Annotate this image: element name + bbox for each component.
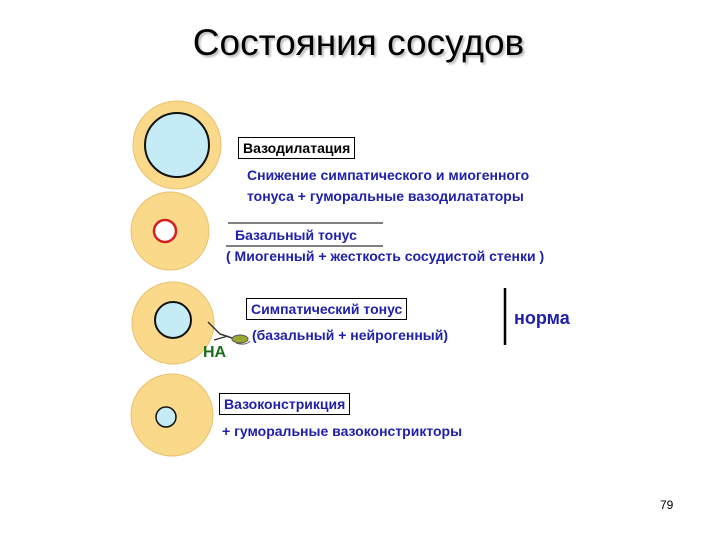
norma-label: норма [514, 308, 570, 328]
nerve-ending-icon [207, 321, 251, 345]
page-number: 79 [660, 498, 674, 512]
basal-desc: ( Миогенный + жесткость сосудистой стенк… [226, 248, 545, 264]
vessel-sympathetic [131, 281, 215, 365]
vasodilation-desc-line1: Снижение симпатического и миогенного [247, 167, 530, 183]
sympathetic-desc: (базальный + нейрогенный) [252, 327, 449, 343]
vessel-basal [130, 191, 210, 271]
vessel-dilated [132, 100, 222, 190]
basal-heading: Базальный тонус [235, 227, 357, 243]
vasodilation-desc-line2: тонуса + гуморальные вазодилататоры [247, 188, 524, 204]
slide-title: Состояния сосудов [192, 22, 525, 63]
sympathetic-heading: Симпатический тонус [246, 298, 408, 320]
vasoconstriction-heading: Вазоконстрикция [219, 393, 351, 415]
vessel-constricted [130, 373, 214, 457]
vasodilation-heading: Вазодилатация [238, 137, 356, 159]
vasoconstriction-desc: + гуморальные вазоконстрикторы [222, 423, 463, 439]
nerve-label-na: НА [203, 344, 227, 361]
